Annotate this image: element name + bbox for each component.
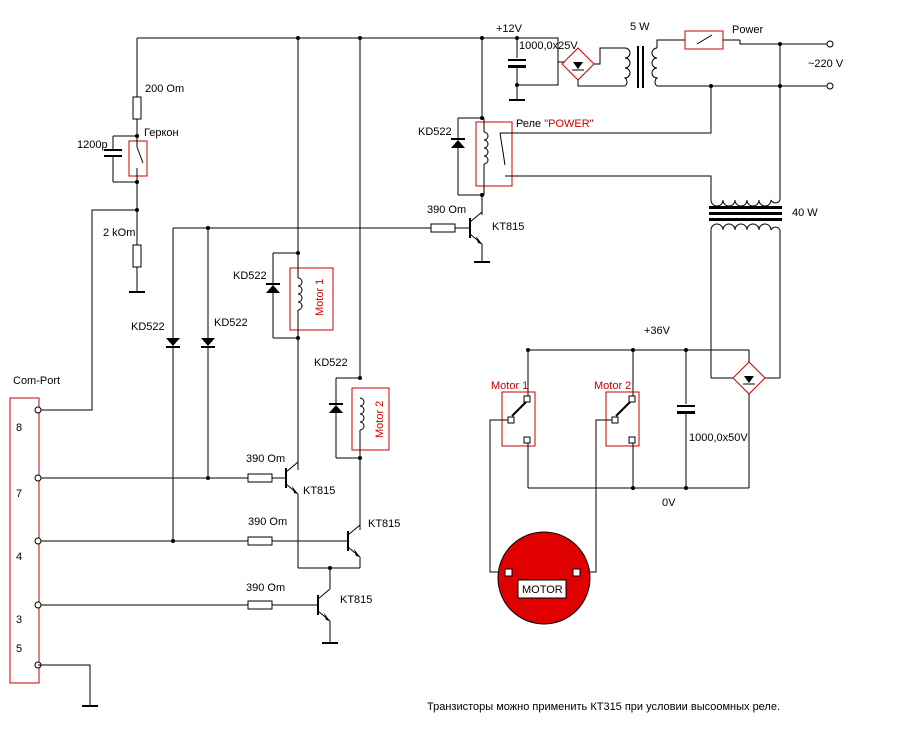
label-gerkon: Геркон (144, 127, 179, 139)
label-5w: 5 W (630, 21, 650, 33)
com-port-label: Com-Port (13, 375, 60, 387)
transistor-kt815-b (38, 524, 361, 568)
relay-label-prefix: Реле (516, 118, 541, 130)
label-kd522-m1: KD522 (233, 270, 267, 282)
label-390-om-c: 390 Om (246, 582, 285, 594)
label-390-om-top: 390 Om (427, 204, 466, 216)
label-kd522-m2: KD522 (314, 357, 348, 369)
label-kt815-a: KT815 (303, 485, 335, 497)
pin-7-label: 7 (16, 488, 22, 500)
transistor-kt815-top (469, 195, 490, 263)
label-power: Power (732, 24, 764, 36)
label-kt815-b: KT815 (368, 518, 400, 530)
resistor-200-om (132, 96, 142, 138)
reed-switch (104, 135, 148, 210)
power-relay (451, 38, 712, 200)
label-kd522-left-2: KD522 (214, 317, 248, 329)
top-base-wire (173, 223, 470, 233)
diode-kd522-left-1 (166, 228, 180, 543)
power-switch (684, 30, 830, 50)
diode-kd522-left-2 (201, 226, 215, 480)
motor1-coil-assembly (266, 38, 334, 470)
motor2-coil-label: Motor 2 (374, 401, 386, 438)
transformer-5w (623, 39, 830, 88)
relay-label-power: "POWER" (544, 118, 593, 130)
pin-5-label: 5 (16, 643, 22, 655)
capacitor-1000-50v (677, 348, 695, 490)
label-2-kom: 2 kOm (103, 227, 135, 239)
label-cap-1000-25v: 1000,0x25V (519, 40, 578, 52)
label-kt815-c: KT815 (340, 594, 372, 606)
label-kd522-relay: KD522 (418, 126, 452, 138)
top-supply-rail (136, 36, 519, 97)
capacitor-1000-25v (508, 38, 526, 101)
motor (497, 531, 591, 625)
zero-volt-rail (528, 486, 749, 490)
relay-label: Реле "POWER" (516, 118, 594, 130)
footnote: Транзисторы можно применить КТ315 при ус… (427, 701, 780, 713)
label-cap-1000-50v: 1000,0x50V (689, 432, 748, 444)
motor1-coil-label: Motor 1 (314, 279, 326, 316)
bridge-rectifier-12v (517, 37, 625, 87)
label-1200p: 1200p (77, 139, 108, 151)
motor1-switch-label: Motor 1 (491, 380, 528, 392)
label-390-om-b: 390 Om (248, 516, 287, 528)
bridge-rectifier-36v (528, 349, 780, 488)
transistor-kt815-a (38, 461, 299, 568)
transistor-kt815-c (38, 585, 338, 644)
motor2-switch-label: Motor 2 (594, 380, 631, 392)
emitter-join (298, 566, 360, 585)
pin-8-label: 8 (16, 422, 22, 434)
resistor-2-kom (129, 208, 145, 293)
label-220v: ~220 V (808, 58, 844, 70)
label-390-om-a: 390 Om (246, 453, 285, 465)
motor-label: MOTOR (522, 584, 563, 596)
label-40w: 40 W (792, 207, 818, 219)
pin8-wire (38, 209, 137, 411)
label-kt815-top: KT815 (492, 221, 524, 233)
mains-terminals (709, 40, 834, 200)
label-200-om: 200 Om (145, 83, 184, 95)
label-plus-36v: +36V (644, 325, 671, 337)
label-kd522-left-1: KD522 (131, 321, 165, 333)
motor2-coil-assembly (329, 38, 390, 530)
transformer-40w (709, 199, 782, 378)
com-port-connector (9, 397, 98, 707)
label-plus-12v: +12V (496, 23, 523, 35)
pin-4-label: 4 (16, 551, 22, 563)
pin-3-label: 3 (16, 614, 22, 626)
label-0v: 0V (662, 497, 676, 509)
motor1-relay-switch (489, 348, 635, 573)
